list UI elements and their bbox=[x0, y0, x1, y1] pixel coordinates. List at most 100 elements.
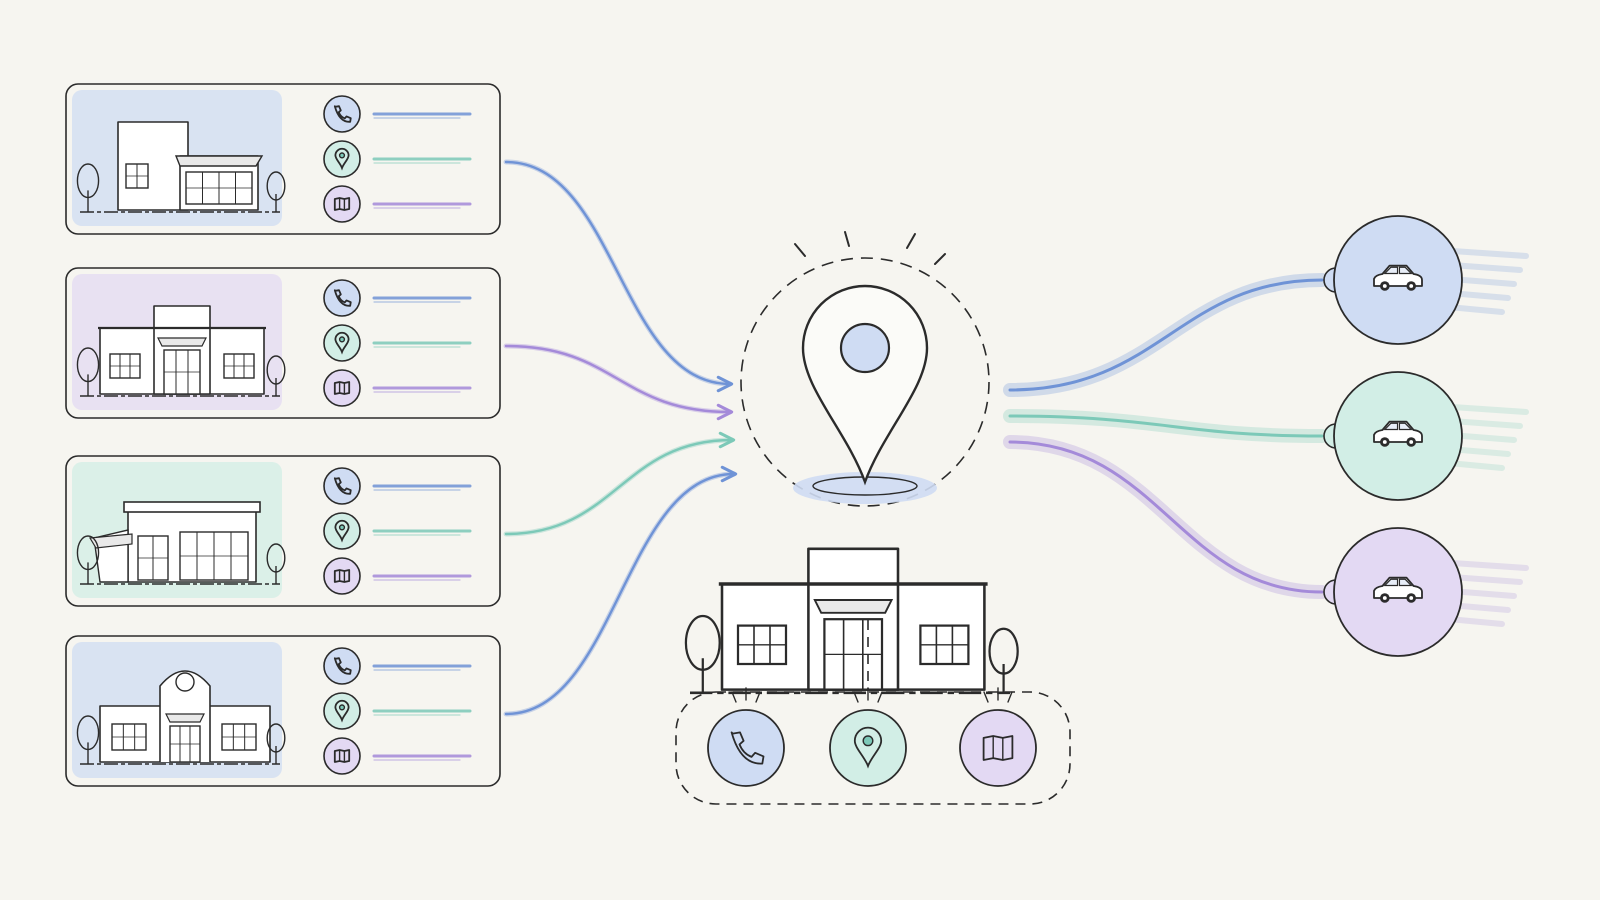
location-pin-icon bbox=[334, 331, 350, 355]
hub-pin-dot bbox=[839, 322, 891, 374]
listing-frame bbox=[65, 455, 501, 607]
phone-icon bbox=[333, 289, 352, 307]
icon-badge bbox=[323, 140, 361, 178]
listing-row bbox=[323, 692, 472, 730]
car-icon bbox=[1373, 420, 1423, 447]
car-icon bbox=[1373, 264, 1423, 291]
car-body bbox=[1373, 420, 1423, 443]
location-pin-icon bbox=[334, 147, 350, 171]
icon-badge bbox=[323, 279, 361, 317]
icon-badge bbox=[829, 709, 907, 787]
listing-row bbox=[323, 512, 472, 550]
windows bbox=[221, 723, 257, 751]
windows bbox=[125, 163, 149, 189]
flow-arrow bbox=[504, 465, 738, 716]
destinations bbox=[1003, 215, 1529, 657]
icon-badge bbox=[323, 324, 361, 362]
hub-icon-badge bbox=[707, 687, 785, 787]
tree-crown bbox=[76, 535, 100, 571]
car-windows bbox=[1383, 422, 1413, 431]
car-hub bbox=[1409, 284, 1414, 288]
map-icon bbox=[333, 381, 351, 395]
building-awning bbox=[88, 533, 133, 549]
spark-mark bbox=[1007, 691, 1013, 703]
icon-badge bbox=[707, 709, 785, 787]
phone-icon bbox=[333, 657, 352, 675]
icon-badge bbox=[959, 709, 1037, 787]
icon-badge bbox=[323, 512, 361, 550]
map-outline bbox=[333, 381, 351, 395]
hub-icon-badge bbox=[829, 687, 907, 787]
location-pin-icon bbox=[853, 726, 883, 769]
windows bbox=[137, 535, 169, 581]
building-round-window bbox=[175, 672, 195, 692]
building-sketch bbox=[76, 121, 286, 213]
spark-mark bbox=[853, 691, 859, 703]
building-parapet bbox=[123, 501, 261, 513]
tree bbox=[988, 627, 1019, 693]
car-hub bbox=[1382, 284, 1387, 288]
pin-dot bbox=[338, 704, 346, 711]
map-icon bbox=[333, 197, 351, 211]
icon-badge bbox=[323, 95, 361, 133]
hub-location bbox=[675, 231, 1071, 805]
listing-frame bbox=[65, 635, 501, 787]
car-hub bbox=[1382, 440, 1387, 444]
tree bbox=[266, 543, 286, 584]
route-line bbox=[1008, 278, 1324, 392]
icon-badge bbox=[323, 647, 361, 685]
tree-crown bbox=[76, 347, 100, 383]
listing-row bbox=[323, 647, 472, 685]
tree bbox=[266, 355, 286, 396]
phone-icon bbox=[333, 477, 352, 495]
car-hub bbox=[1409, 440, 1414, 444]
pin-outline bbox=[334, 331, 350, 355]
listing-row bbox=[323, 279, 472, 317]
hub-building bbox=[684, 547, 1019, 695]
flow-arrow bbox=[504, 431, 736, 536]
car-icon bbox=[1373, 576, 1423, 603]
tree bbox=[684, 614, 721, 693]
hub-pin-icon bbox=[801, 284, 929, 486]
windows bbox=[736, 624, 788, 666]
map-icon bbox=[333, 569, 351, 583]
icon-badge bbox=[323, 737, 361, 775]
listing-row bbox=[323, 185, 472, 223]
car-body bbox=[1373, 264, 1423, 287]
tree-crown bbox=[266, 723, 286, 753]
map-outline bbox=[333, 197, 351, 211]
listing-card bbox=[65, 267, 501, 419]
spark-mark bbox=[731, 691, 737, 703]
car-body bbox=[1373, 576, 1423, 599]
tree-crown bbox=[76, 715, 100, 751]
listing-card bbox=[65, 83, 501, 235]
building-sketch bbox=[76, 305, 286, 397]
hub-icon-tray bbox=[675, 691, 1071, 805]
listing-frame bbox=[65, 83, 501, 235]
route-wash bbox=[1003, 273, 1329, 397]
icon-badge bbox=[323, 467, 361, 505]
pin-dot bbox=[862, 735, 874, 747]
car-hub bbox=[1382, 596, 1387, 600]
building-sketch bbox=[76, 501, 286, 585]
tree bbox=[76, 715, 100, 764]
map-icon bbox=[333, 749, 351, 763]
building-sketch bbox=[76, 670, 286, 765]
tree-crown bbox=[266, 171, 286, 201]
location-pin-icon bbox=[334, 699, 350, 723]
listing-row bbox=[323, 467, 472, 505]
windows bbox=[169, 725, 201, 763]
building-awning bbox=[813, 599, 894, 614]
icon-badge bbox=[323, 369, 361, 407]
pin-dot bbox=[338, 524, 346, 531]
pin-dot bbox=[338, 152, 346, 159]
spark-mark bbox=[983, 691, 989, 703]
spark-mark bbox=[844, 231, 850, 247]
flow-arrow bbox=[504, 160, 734, 393]
hub-icon-badge bbox=[959, 687, 1037, 787]
car-windows bbox=[1383, 578, 1413, 587]
tree bbox=[266, 723, 286, 764]
map-icon bbox=[982, 735, 1014, 761]
icon-badge bbox=[323, 557, 361, 595]
